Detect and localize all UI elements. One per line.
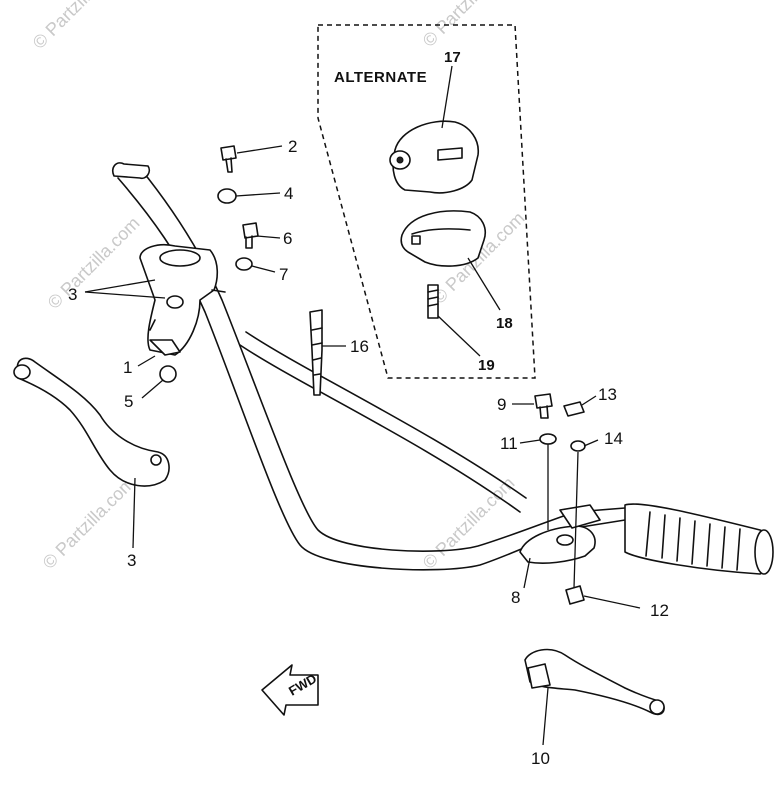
watermark-mid-left: © Partzilla.com (44, 213, 144, 313)
callout-3-left: 3 (68, 285, 77, 304)
callout-7: 7 (279, 265, 288, 284)
callout-11: 11 (500, 434, 518, 453)
left-holder-bracket (139, 243, 226, 356)
watermarks: © Partzilla.com © Partzilla.com © Partzi… (29, 0, 529, 573)
right-holder-8 (519, 525, 596, 564)
screw-19 (427, 284, 439, 319)
switch-upper-17 (392, 120, 480, 194)
watermark-top-left: © Partzilla.com (29, 0, 129, 53)
nut-12 (565, 585, 585, 605)
callout-5: 5 (124, 392, 133, 411)
watermark-lower-center: © Partzilla.com (419, 473, 519, 573)
callout-13: 13 (598, 385, 617, 404)
bolt-9 (534, 393, 553, 419)
callout-9: 9 (497, 395, 506, 414)
washer-14 (570, 440, 586, 452)
callout-labels: 2 4 6 7 3 1 5 3 16 17 18 19 9 13 11 14 8… (68, 49, 669, 768)
callout-12: 12 (650, 601, 669, 620)
callout-3-lever: 3 (127, 551, 136, 570)
callout-6: 6 (283, 229, 292, 248)
cable-band-16 (309, 309, 323, 396)
callout-18: 18 (496, 315, 513, 332)
bolt-6 (242, 222, 259, 249)
washer-4 (217, 188, 237, 204)
right-grip (624, 503, 770, 575)
switch-lower-18 (400, 210, 486, 267)
bolt-2 (220, 145, 237, 173)
callout-19: 19 (478, 357, 495, 374)
alternate-label: ALTERNATE (334, 69, 427, 86)
watermark-lower-left: © Partzilla.com (39, 473, 139, 573)
callout-2: 2 (288, 137, 297, 156)
callout-16: 16 (350, 337, 369, 356)
fwd-arrow: FWD (261, 664, 319, 716)
clutch-lever (16, 357, 170, 487)
callout-17: 17 (444, 49, 461, 66)
alternate-box-outline (317, 24, 536, 379)
callout-10: 10 (531, 749, 550, 768)
leader-lines (84, 65, 641, 746)
washer-7 (235, 257, 253, 271)
bolt-13 (563, 401, 585, 417)
callout-14: 14 (604, 429, 623, 448)
callout-8: 8 (511, 588, 520, 607)
nut-5 (159, 365, 177, 383)
callout-1: 1 (123, 358, 132, 377)
watermark-top-center: © Partzilla.com (419, 0, 519, 51)
callout-4: 4 (284, 184, 293, 203)
washer-11 (539, 433, 557, 445)
